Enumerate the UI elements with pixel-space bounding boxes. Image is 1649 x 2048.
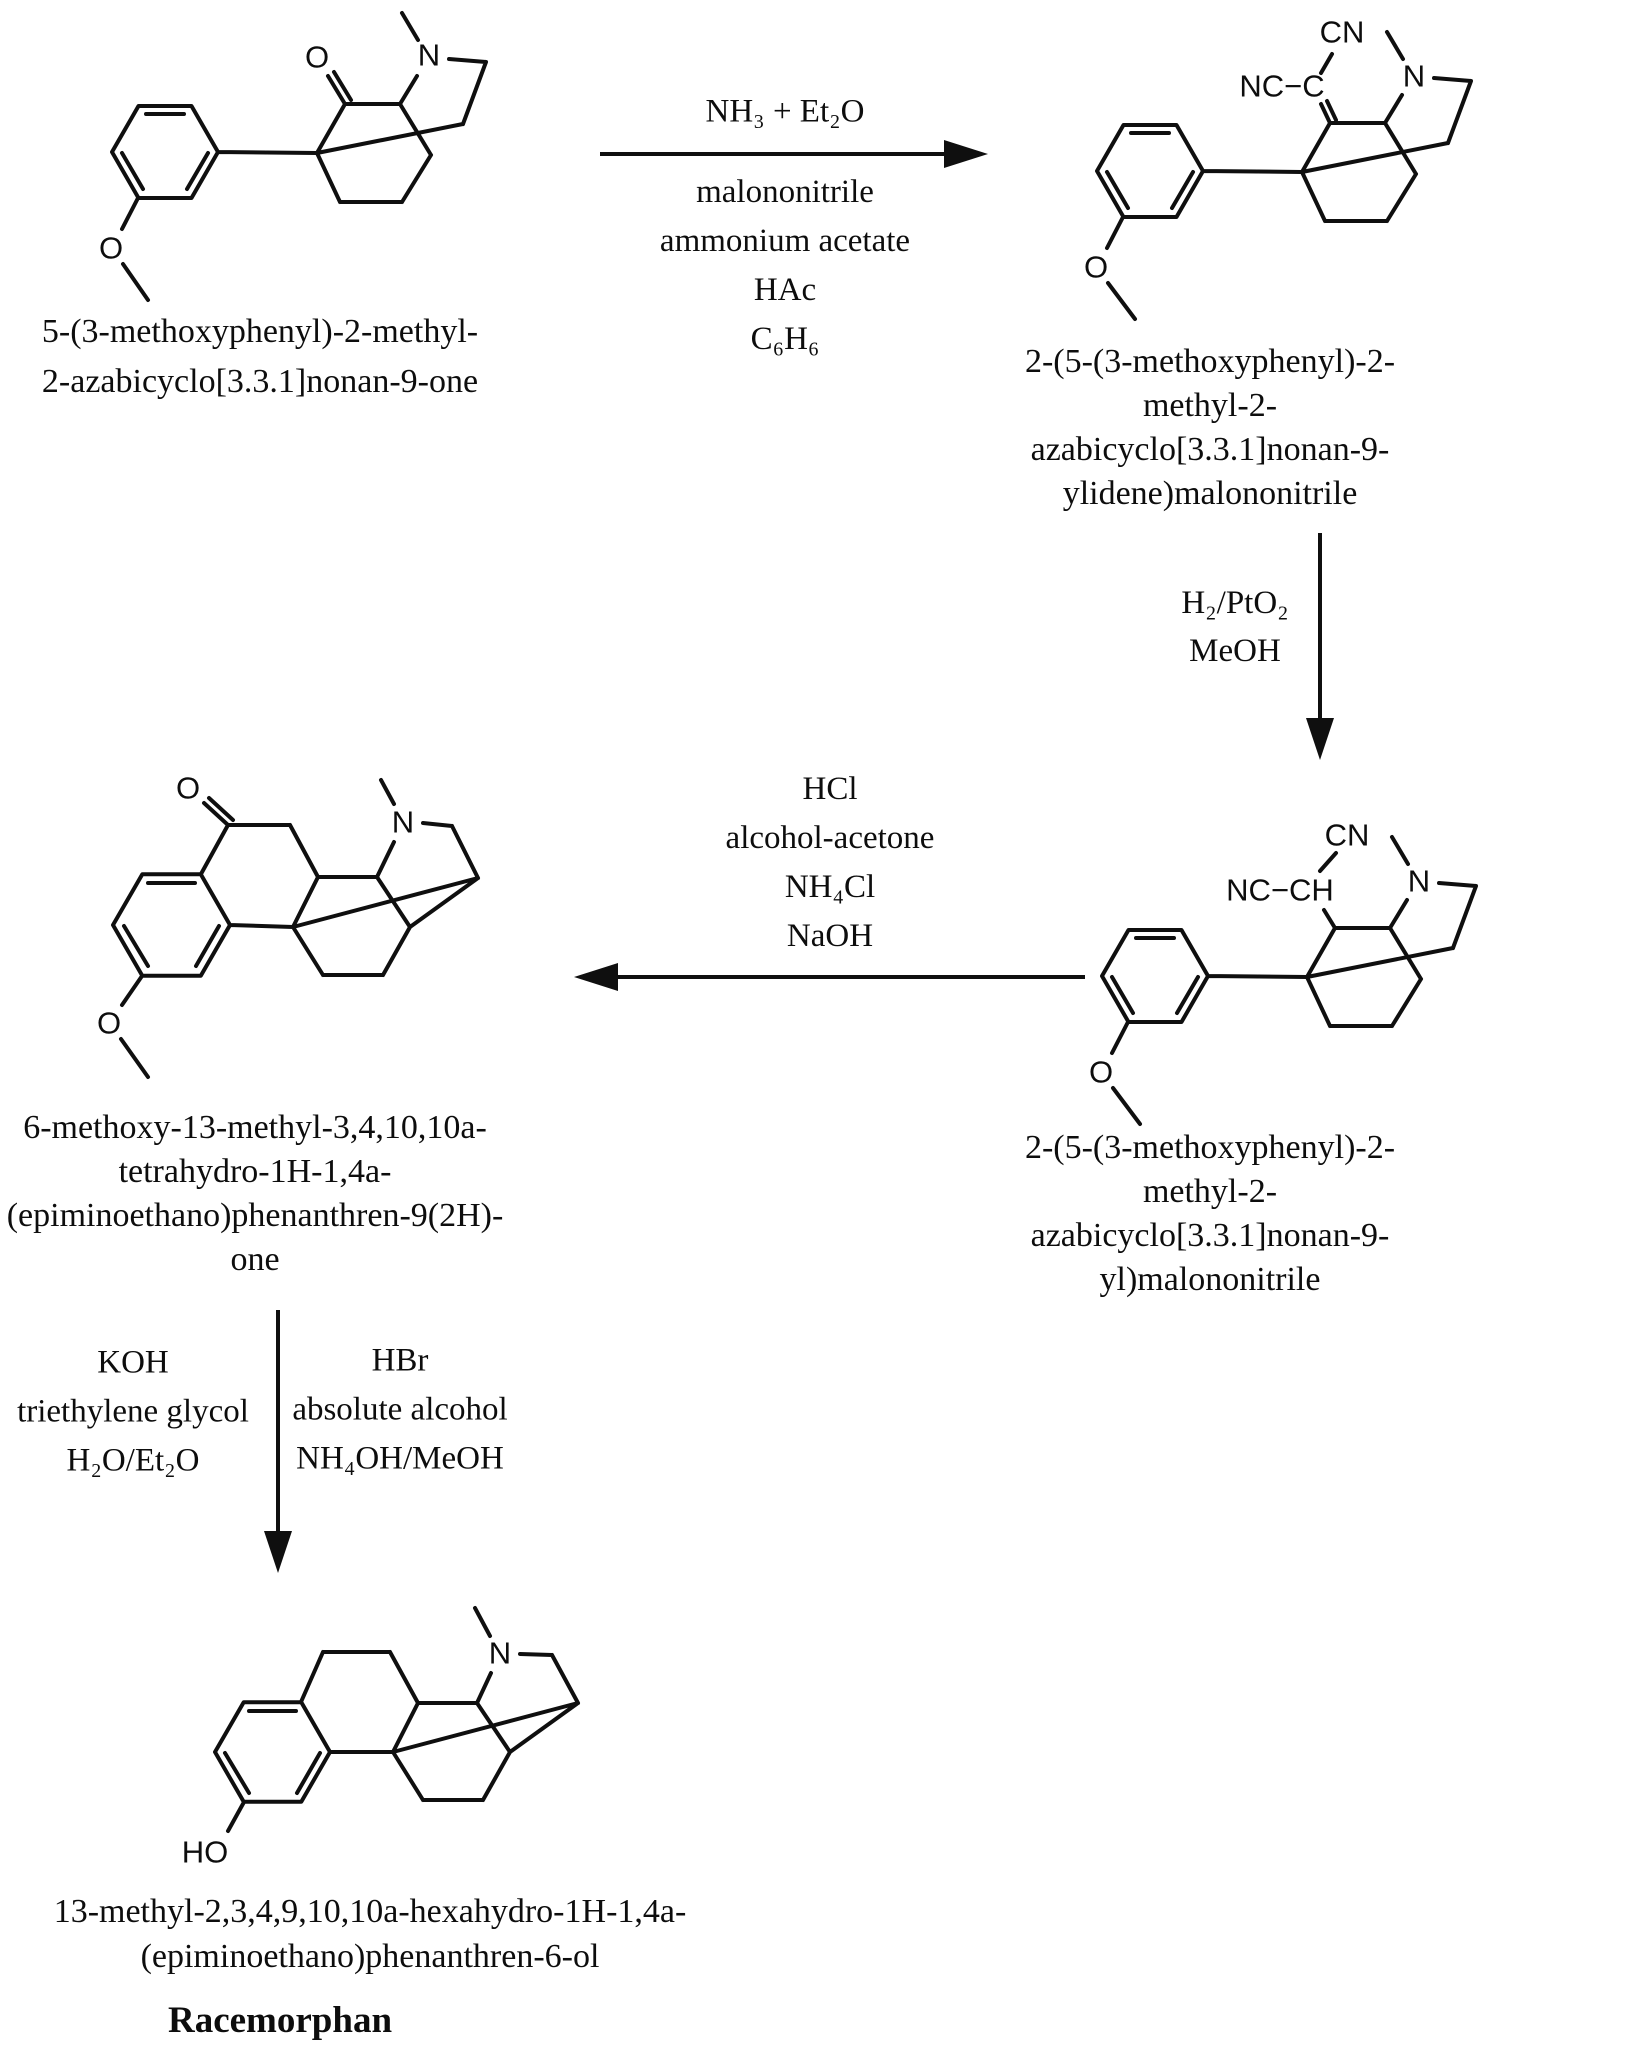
structure-yl-malononitrile xyxy=(1100,835,1478,1126)
atom-label: N xyxy=(1407,863,1431,899)
compound-name-yl-malononitrile: 2-(5-(3-methoxyphenyl)-2-methyl-2- azabi… xyxy=(1024,1129,1396,1298)
atom-label: HO xyxy=(181,1834,229,1870)
reaction-arrow-step-3 xyxy=(574,963,1085,991)
atom-label: CN xyxy=(1324,817,1370,853)
atom-label: O xyxy=(98,230,124,266)
atom-label: N xyxy=(391,804,415,840)
structure-phenanthrenone xyxy=(111,778,480,1079)
step-3-conditions: HCl alcohol-acetone NH₄Cl NaOH xyxy=(725,771,935,954)
step-4-conditions-right: HBr absolute alcohol NH₄OH/MeOH xyxy=(292,1342,508,1477)
atom-label: O xyxy=(1083,249,1109,285)
structure-racemorphan xyxy=(213,1606,580,1833)
reaction-arrow-step-1 xyxy=(600,140,988,168)
reaction-arrow-step-2 xyxy=(1306,533,1334,760)
compound-name-racemorphan: 13-methyl-2,3,4,9,10,10a-hexahydro-1H-1,… xyxy=(53,1893,687,1975)
structure-ketone-start xyxy=(110,11,488,302)
atom-label: CN xyxy=(1319,14,1365,50)
atom-label: N xyxy=(417,37,441,73)
atom-label: O xyxy=(175,770,201,806)
step-1-conditions-above: NH₃ + Et₂O xyxy=(705,93,865,130)
atom-label: N xyxy=(488,1635,512,1671)
compound-name-ylidene-malononitrile: 2-(5-(3-methoxyphenyl)-2-methyl-2- azabi… xyxy=(1024,343,1396,512)
step-4-conditions-left: KOH triethylene glycol H₂O/Et₂O xyxy=(17,1344,249,1479)
atom-label: N xyxy=(1402,58,1426,94)
atom-label: NC−C xyxy=(1239,68,1325,104)
reaction-arrow-step-4 xyxy=(264,1310,292,1573)
atom-label: O xyxy=(96,1005,122,1041)
compound-name-ketone-start: 5-(3-methoxyphenyl)-2-methyl- 2-azabicyc… xyxy=(41,313,479,400)
atom-label: O xyxy=(304,39,330,75)
compound-name-phenanthrenone: 6-methoxy-13-methyl-3,4,10,10a- tetrahyd… xyxy=(6,1109,504,1278)
step-1-conditions-below: malononitrile ammonium acetate HAc C₆H₆ xyxy=(659,174,911,357)
compound-trivial-name-racemorphan: Racemorphan xyxy=(167,2000,393,2041)
step-2-conditions: H₂/PtO₂ MeOH xyxy=(1181,585,1289,669)
atom-label: NC−CH xyxy=(1226,872,1334,908)
atom-label: O xyxy=(1088,1054,1114,1090)
structure-ylidene-malononitrile xyxy=(1095,30,1473,321)
